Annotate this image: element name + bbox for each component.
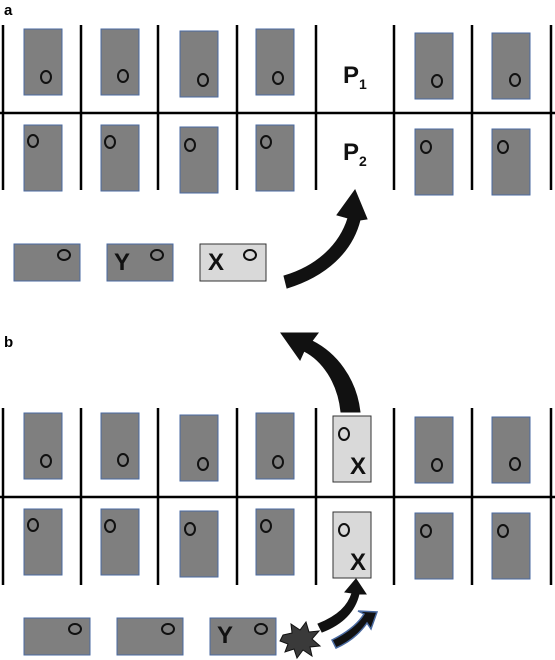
p2-label-base: P xyxy=(343,139,359,166)
block xyxy=(414,32,454,100)
circle-marker xyxy=(117,69,129,83)
x-label: X xyxy=(208,249,224,276)
circle-marker xyxy=(420,140,432,154)
panel-a-row2 xyxy=(23,124,531,196)
block xyxy=(116,617,184,656)
block xyxy=(100,28,140,96)
arrow-out xyxy=(317,578,367,633)
p2-label-sub: 2 xyxy=(359,153,367,169)
circle-marker xyxy=(161,623,175,635)
block xyxy=(414,512,454,580)
circle-marker xyxy=(104,519,116,533)
circle-marker xyxy=(497,140,509,154)
p1-label-base: P xyxy=(343,62,359,89)
block xyxy=(23,508,63,576)
block xyxy=(13,243,81,282)
block xyxy=(491,32,531,100)
curved-arrow-icon xyxy=(280,332,361,413)
circle-marker xyxy=(431,74,443,88)
circle-marker xyxy=(68,623,82,635)
panel-a-free-blocks: Y X xyxy=(13,243,267,282)
circle-marker xyxy=(57,249,71,261)
p1-label-sub: 1 xyxy=(359,76,367,92)
block xyxy=(255,508,295,576)
circle-marker xyxy=(184,522,196,536)
block xyxy=(100,412,140,480)
block xyxy=(179,414,219,482)
circle-marker xyxy=(184,138,196,152)
circle-marker xyxy=(243,249,257,261)
p2-label: P2 xyxy=(343,139,367,169)
burst-icon xyxy=(279,620,322,660)
block xyxy=(100,124,140,192)
block-y xyxy=(106,243,174,282)
panel-b-grid xyxy=(0,408,555,585)
x-label: X xyxy=(350,549,366,576)
block xyxy=(414,416,454,484)
block xyxy=(414,128,454,196)
panel-b-free-blocks: Y xyxy=(23,617,277,656)
block xyxy=(179,510,219,578)
block xyxy=(491,512,531,580)
circle-marker xyxy=(254,623,268,635)
circle-marker xyxy=(27,518,39,532)
circle-marker xyxy=(509,73,521,87)
circle-marker xyxy=(40,454,52,468)
block xyxy=(179,126,219,194)
circle-marker xyxy=(338,523,350,537)
circle-marker xyxy=(104,135,116,149)
circle-marker xyxy=(27,134,39,148)
block xyxy=(255,28,295,96)
block-x xyxy=(199,243,267,282)
double-arrow-icon xyxy=(317,578,379,649)
y-label: Y xyxy=(114,249,130,276)
circle-marker xyxy=(272,455,284,469)
block xyxy=(179,30,219,98)
block xyxy=(23,412,63,480)
arrow-in xyxy=(330,610,379,649)
block xyxy=(23,28,63,96)
y-label: Y xyxy=(217,622,233,649)
panel-a-label: a xyxy=(4,2,13,19)
block-x xyxy=(332,511,372,579)
circle-marker xyxy=(150,249,164,261)
block xyxy=(23,124,63,192)
circle-marker xyxy=(197,73,209,87)
circle-marker xyxy=(509,457,521,471)
circle-marker xyxy=(431,458,443,472)
block xyxy=(100,508,140,576)
curved-arrow-icon xyxy=(283,188,368,289)
circle-marker xyxy=(272,71,284,85)
panel-b-label: b xyxy=(4,334,13,351)
circle-marker xyxy=(338,427,350,441)
panel-a-row1 xyxy=(23,28,531,100)
circle-marker xyxy=(420,524,432,538)
x-label: X xyxy=(350,453,366,480)
block xyxy=(491,416,531,484)
block xyxy=(255,124,295,192)
circle-marker xyxy=(260,135,272,149)
block xyxy=(491,128,531,196)
block xyxy=(23,617,91,656)
circle-marker xyxy=(40,70,52,84)
panel-b-row2: X xyxy=(23,508,531,580)
circle-marker xyxy=(260,519,272,533)
panel-b-row1: X xyxy=(23,412,531,484)
block xyxy=(255,412,295,480)
circle-marker xyxy=(497,524,509,538)
circle-marker xyxy=(197,457,209,471)
circle-marker xyxy=(117,453,129,467)
p1-label: P1 xyxy=(343,62,367,92)
panel-a-grid xyxy=(0,25,555,190)
block-x xyxy=(332,415,372,483)
